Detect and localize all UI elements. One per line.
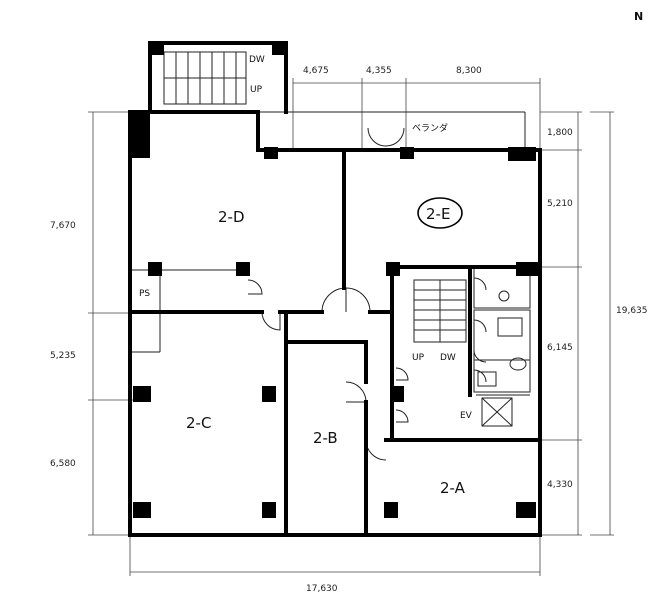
dim-right-total: 19,635	[616, 306, 648, 316]
north-mark: N	[634, 10, 643, 23]
dim-right-1: 1,800	[547, 128, 573, 138]
dim-right-4: 4,330	[547, 480, 573, 490]
ev-label: EV	[460, 411, 473, 421]
dimension-lines	[88, 78, 614, 576]
room-label-2b: 2-B	[313, 429, 338, 447]
dim-top-3: 8,300	[456, 66, 482, 76]
fixture-lines	[132, 51, 531, 427]
room-label-2e: 2-E	[426, 205, 450, 223]
dim-right-2: 5,210	[547, 199, 573, 209]
dim-left-3: 6,580	[50, 459, 76, 469]
dim-top-1: 4,675	[303, 66, 329, 76]
dim-right-3: 6,145	[547, 343, 573, 353]
dim-left-2: 5,235	[50, 351, 76, 361]
dim-top-2: 4,355	[366, 66, 392, 76]
veranda-label: ベランダ	[412, 122, 448, 134]
stair-up-label: UP	[412, 353, 425, 363]
walls	[128, 41, 542, 537]
top-stair-up-label: UP	[250, 85, 263, 95]
room-2e-circle	[417, 197, 463, 229]
columns	[128, 43, 538, 518]
room-label-2d: 2-D	[218, 208, 245, 226]
ps-label: PS	[139, 289, 150, 299]
door-swings	[247, 127, 487, 461]
room-label-2a: 2-A	[440, 479, 466, 497]
dim-bottom-total: 17,630	[306, 584, 338, 594]
room-label-2c: 2-C	[186, 414, 211, 432]
dim-left-1: 7,670	[50, 221, 76, 231]
stair-dw-label: DW	[440, 353, 456, 363]
top-stair-dw-label: DW	[249, 55, 265, 65]
